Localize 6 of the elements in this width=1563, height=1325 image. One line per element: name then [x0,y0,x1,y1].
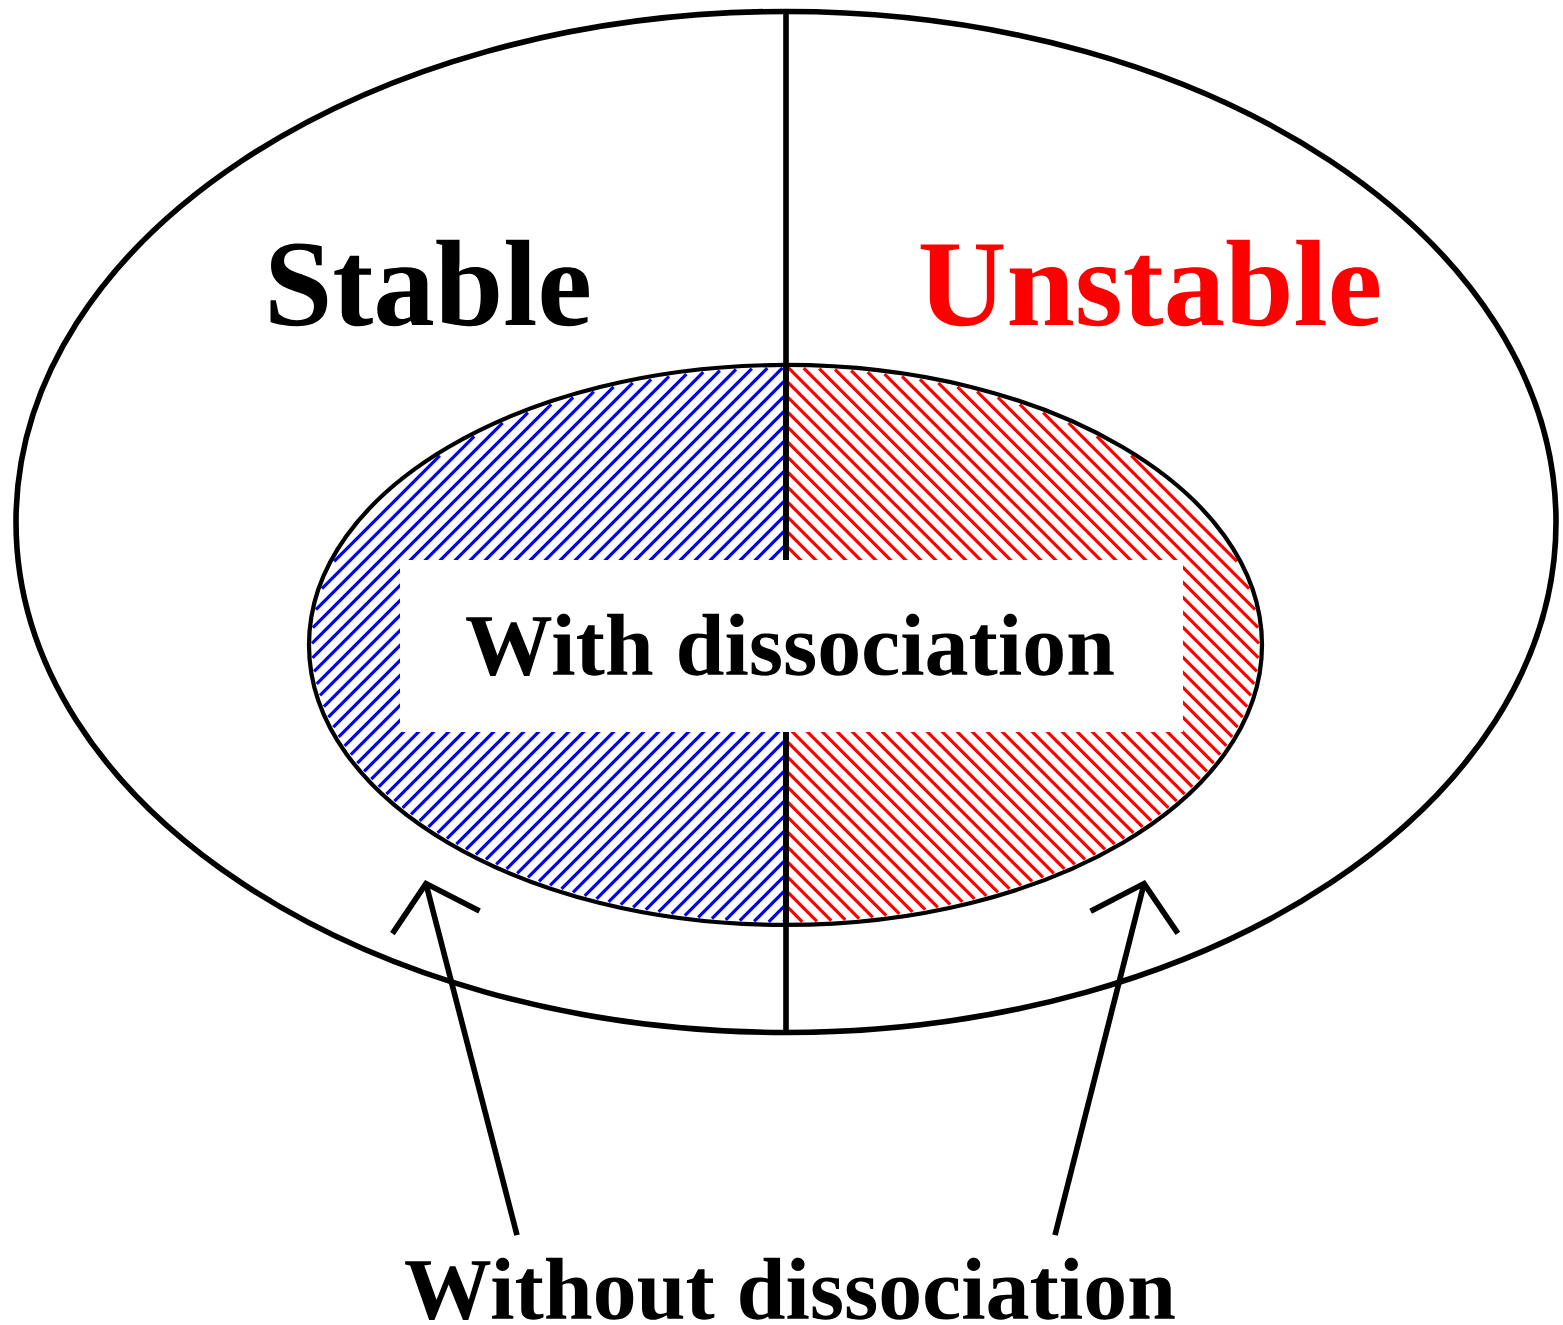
arrow [1052,880,1181,1236]
region-label: Stable [270,239,589,327]
region-label: With dissociation [466,613,1114,677]
region-label: Unstable [920,239,1380,327]
arrow [390,880,520,1236]
caption-text: Without dissociation [405,1257,1175,1321]
